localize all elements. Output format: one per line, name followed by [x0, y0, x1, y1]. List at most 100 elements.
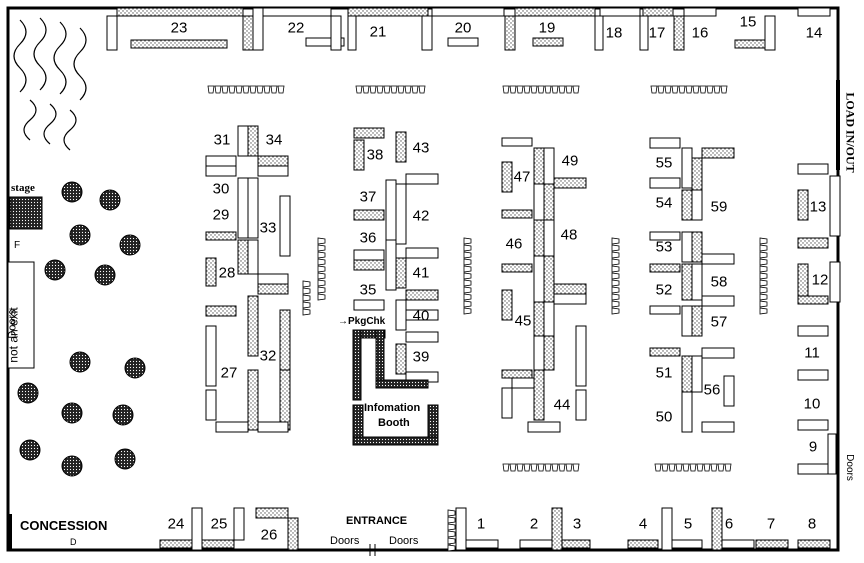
- booth-table: [797, 539, 831, 549]
- booth-number-56: 56: [703, 381, 721, 399]
- booth-number-19: 19: [538, 19, 556, 37]
- booth-number-25: 25: [210, 515, 228, 533]
- d-marker-label: D: [70, 537, 77, 547]
- booth-table: [347, 15, 357, 51]
- booth-number-22: 22: [287, 19, 305, 37]
- booth-table: [561, 539, 591, 549]
- booth-table: [829, 175, 841, 237]
- chair-icon: [249, 85, 257, 94]
- chairs: [207, 85, 768, 552]
- booth-table: [501, 161, 513, 193]
- booth-table: [543, 335, 555, 371]
- booth-table: [701, 295, 735, 307]
- booth-table: [247, 369, 259, 431]
- booth-table: [533, 147, 545, 185]
- booth-table: [353, 127, 385, 139]
- booth-table: [533, 301, 545, 337]
- chair-icon: [611, 279, 620, 287]
- booth-number-46: 46: [505, 235, 523, 253]
- not-an-exit-label: not an exit: [6, 307, 21, 363]
- booth-table: [501, 369, 533, 379]
- chair-icon: [551, 463, 559, 472]
- booth-table: [106, 15, 118, 51]
- booth-table: [247, 239, 259, 275]
- booth-number-35: 35: [359, 281, 377, 299]
- booth-table: [205, 257, 217, 287]
- chair-icon: [404, 85, 412, 94]
- booth-table: [797, 325, 829, 337]
- chair-icon: [530, 463, 538, 472]
- booth-table: [237, 125, 249, 157]
- booth-number-43: 43: [412, 139, 430, 157]
- booth-number-24: 24: [167, 515, 185, 533]
- chair-icon: [463, 279, 472, 287]
- chair-icon: [685, 85, 693, 94]
- booth-table: [797, 295, 829, 305]
- doors-left-label: Doors: [330, 535, 360, 547]
- booth-table: [649, 263, 681, 273]
- chair-icon: [463, 244, 472, 252]
- booth-number-6: 6: [724, 515, 734, 533]
- booth-table: [649, 137, 681, 149]
- booth-table: [215, 421, 249, 433]
- chair-icon: [611, 244, 620, 252]
- chair-icon: [235, 85, 243, 94]
- booth-table: [514, 7, 596, 17]
- booth-number-20: 20: [454, 19, 472, 37]
- chair-icon: [362, 85, 370, 94]
- booth-number-59: 59: [710, 198, 728, 216]
- booth-table: [533, 335, 545, 371]
- booth-number-54: 54: [655, 194, 673, 212]
- chair-icon: [463, 272, 472, 280]
- booth-number-38: 38: [366, 146, 384, 164]
- booth-table: [353, 249, 385, 261]
- booth-table: [257, 421, 289, 433]
- booth-number-53: 53: [655, 238, 673, 256]
- booth-table: [159, 539, 193, 549]
- booth-number-16: 16: [691, 24, 709, 42]
- chair-icon: [572, 85, 580, 94]
- booth-table: [385, 179, 397, 241]
- chair-icon: [509, 85, 517, 94]
- chair-icon: [221, 85, 229, 94]
- booth-table: [673, 15, 685, 51]
- booth-table: [701, 347, 735, 359]
- booth-number-55: 55: [655, 154, 673, 172]
- chair-icon: [369, 85, 377, 94]
- doors-right-label: Doors: [389, 535, 419, 547]
- chair-icon: [699, 85, 707, 94]
- chair-icon: [611, 265, 620, 273]
- chair-icon: [611, 272, 620, 280]
- booth-table: [405, 309, 439, 321]
- booth-table: [262, 7, 332, 17]
- information-label: Infomation: [364, 402, 421, 414]
- booth-table: [465, 539, 499, 549]
- chair-icon: [558, 85, 566, 94]
- booth-table: [691, 355, 703, 393]
- booth-table: [681, 305, 693, 337]
- booth-table: [205, 325, 217, 387]
- booth-table: [701, 253, 735, 265]
- booth-table: [395, 183, 407, 245]
- chair-icon: [463, 300, 472, 308]
- booth-table: [711, 507, 723, 551]
- booth-table: [347, 7, 429, 17]
- booth-table: [330, 15, 342, 51]
- booth-table: [405, 331, 439, 343]
- concession-label: CONCESSION: [20, 518, 108, 533]
- booth-number-28: 28: [218, 264, 236, 282]
- booth-table: [671, 539, 703, 549]
- booth-table: [237, 239, 249, 275]
- booth-table: [683, 7, 717, 17]
- booth-number-41: 41: [412, 264, 430, 282]
- booth-table: [257, 273, 289, 285]
- chair-icon: [463, 286, 472, 294]
- chair-icon: [516, 463, 524, 472]
- booth-table: [247, 177, 259, 239]
- chair-icon: [516, 85, 524, 94]
- booth-table: [501, 263, 533, 273]
- booth-table: [287, 517, 299, 551]
- booth-table: [130, 39, 228, 49]
- booth-table: [575, 325, 587, 387]
